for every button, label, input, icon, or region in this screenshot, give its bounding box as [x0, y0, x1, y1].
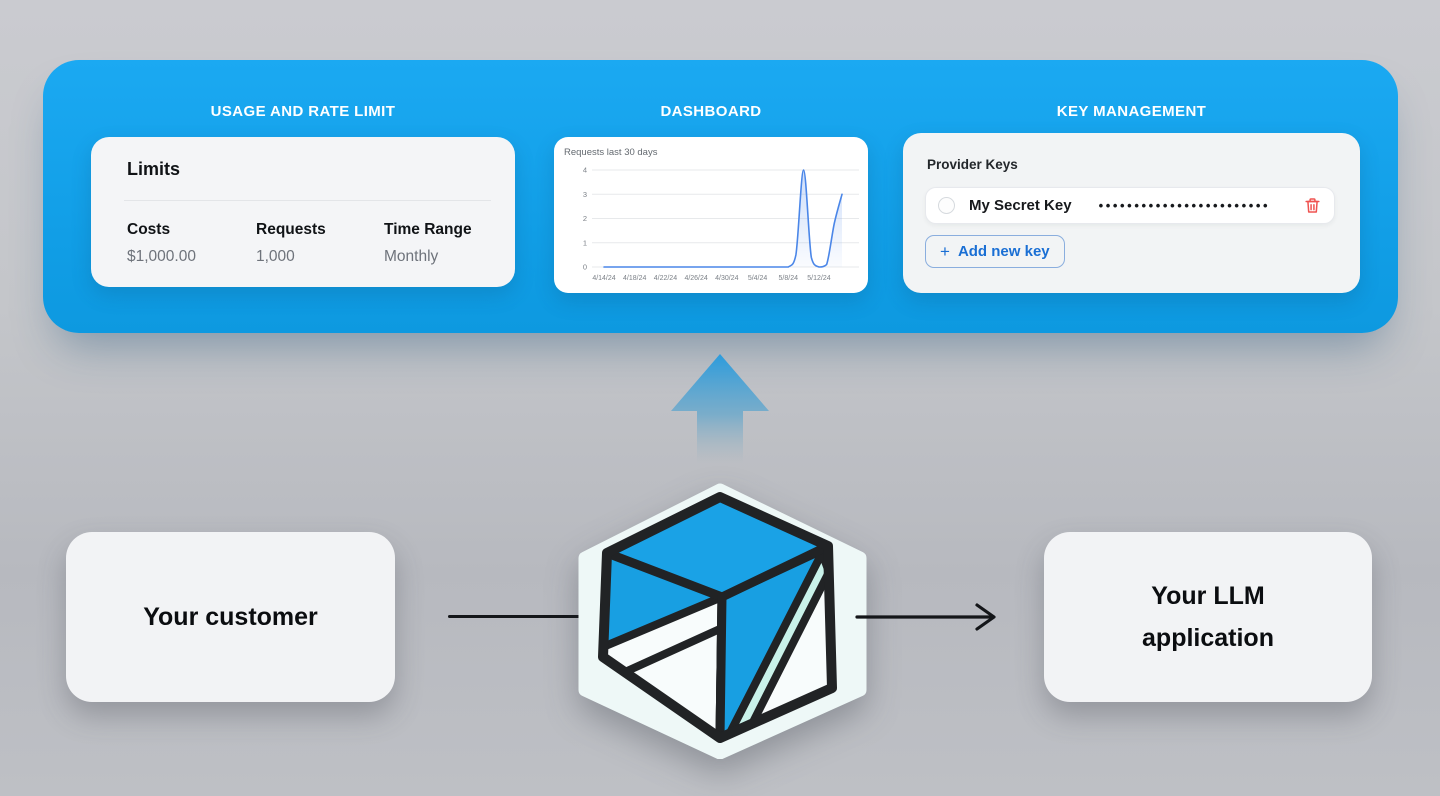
limits-column-time-range: Time Range Monthly — [384, 221, 472, 266]
customer-label: Your customer — [143, 603, 318, 631]
limits-column-costs: Costs $1,000.00 — [127, 221, 196, 266]
gateway-panel: USAGE AND RATE LIMIT DASHBOARD KEY MANAG… — [43, 60, 1398, 333]
up-arrow-icon — [671, 354, 769, 464]
plus-icon: + — [940, 242, 950, 261]
customer-card: Your customer — [66, 532, 395, 702]
svg-text:5/8/24: 5/8/24 — [779, 275, 799, 282]
svg-text:2: 2 — [583, 214, 587, 223]
costs-value: $1,000.00 — [127, 248, 196, 265]
requests-chart: 4 3 2 1 0 4/14/24 4/18/24 4/22/24 4/26/24 4/30/24… — [583, 166, 859, 282]
svg-text:3: 3 — [583, 190, 587, 199]
svg-text:5/4/24: 5/4/24 — [748, 275, 768, 282]
key-name: My Secret Key — [969, 197, 1072, 214]
limits-card: Limits Costs $1,000.00 Requests 1,000 Ti… — [91, 137, 515, 287]
llm-card: Your LLM application — [1044, 532, 1372, 702]
divider — [124, 200, 491, 201]
key-masked-value: •••••••••••••••••••••••• — [1098, 198, 1271, 213]
svg-text:1: 1 — [583, 238, 587, 247]
limits-title: Limits — [127, 159, 181, 179]
svg-text:4/18/24: 4/18/24 — [623, 275, 646, 282]
svg-text:4/26/24: 4/26/24 — [684, 275, 707, 282]
llm-label: Your LLM application — [1142, 582, 1274, 652]
provider-keys-title: Provider Keys — [927, 157, 1018, 172]
add-new-key-label: Add new key — [957, 243, 1050, 260]
key-row[interactable]: My Secret Key •••••••••••••••••••••••• — [925, 187, 1335, 224]
cube-logo — [578, 483, 867, 759]
svg-text:4/14/24: 4/14/24 — [592, 275, 615, 282]
add-new-key-button[interactable]: + Add new key — [925, 235, 1065, 268]
svg-text:5/12/24: 5/12/24 — [807, 275, 830, 282]
delete-key-icon[interactable] — [1303, 196, 1322, 215]
requests-value: 1,000 — [256, 248, 295, 265]
key-radio[interactable] — [938, 197, 955, 214]
connector-arrow-right — [855, 603, 996, 631]
section-header-keys: KEY MANAGEMENT — [1056, 103, 1207, 120]
time-range-value: Monthly — [384, 248, 439, 265]
dashboard-card: 4 3 2 1 0 4/14/24 4/18/24 4/22/24 4/26/24 4/30/24… — [554, 137, 868, 293]
svg-text:4/22/24: 4/22/24 — [654, 275, 677, 282]
chart-title: Requests last 30 days — [564, 147, 658, 158]
requests-label: Requests — [256, 221, 326, 238]
connector-line-left — [448, 615, 585, 619]
key-management-card: Provider Keys My Secret Key ••••••••••••… — [903, 133, 1360, 293]
svg-text:4: 4 — [583, 166, 587, 175]
time-range-label: Time Range — [384, 221, 472, 238]
svg-text:4/30/24: 4/30/24 — [715, 275, 738, 282]
section-header-usage: USAGE AND RATE LIMIT — [210, 103, 396, 120]
costs-label: Costs — [127, 221, 171, 238]
section-header-dashboard: DASHBOARD — [660, 103, 762, 120]
limits-column-requests: Requests 1,000 — [256, 221, 326, 266]
svg-text:0: 0 — [583, 263, 587, 272]
